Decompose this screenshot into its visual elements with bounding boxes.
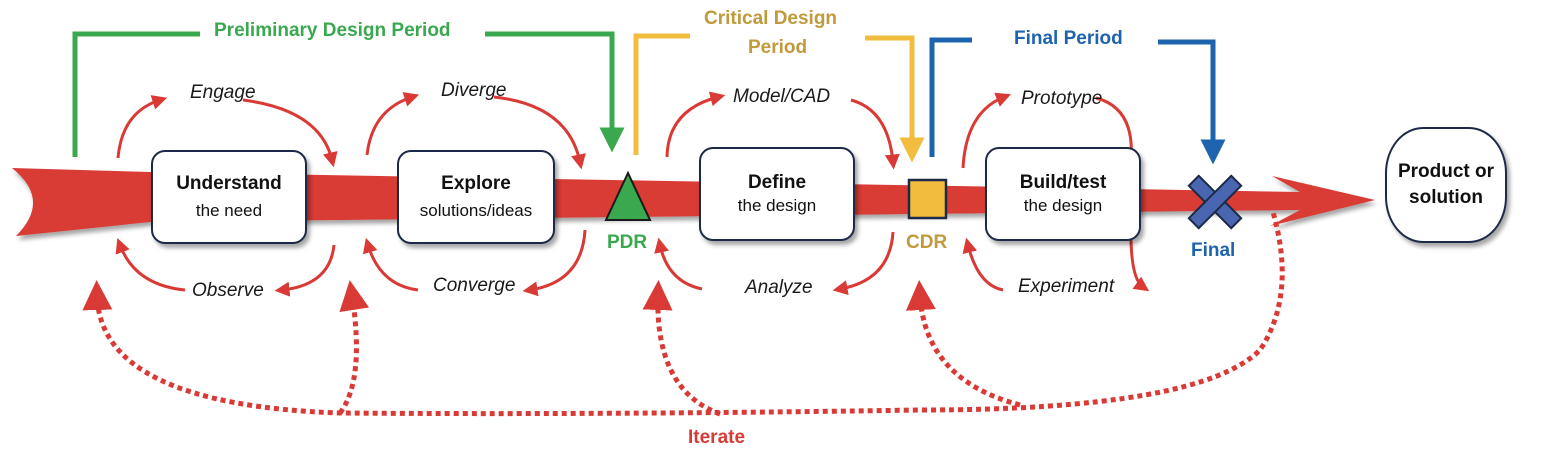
stage-box-explore: Explore solutions/ideas	[397, 150, 555, 244]
iterate-label: Iterate	[688, 427, 746, 448]
period-label-final: Final Period	[1008, 28, 1129, 50]
period-label-critical-line1: Critical Design	[698, 8, 844, 30]
outcome-product-or-solution: Product or solution	[1385, 127, 1507, 243]
stage-box-understand: Understand the need	[151, 150, 307, 244]
preliminary-period-bracket	[72, 31, 625, 157]
stage-box-define: Define the design	[699, 147, 855, 241]
cycle-arrows-define	[654, 91, 900, 296]
cycle-arrows-understand	[115, 95, 338, 297]
stage-subtitle: the design	[737, 196, 817, 215]
milestone-label-cdr: CDR	[906, 232, 948, 253]
activity-model-cad: Model/CAD	[733, 86, 831, 107]
main-flow-arrow	[12, 168, 1375, 236]
stage-subtitle: the need	[195, 201, 263, 220]
stage-title: Define	[747, 172, 807, 193]
final-period-bracket	[929, 37, 1226, 165]
stage-box-build-test: Build/test the design	[985, 147, 1141, 241]
activity-engage: Engage	[190, 82, 256, 103]
period-label-critical-line2: Period	[742, 37, 814, 59]
iterate-loop-arrows	[82, 195, 1285, 417]
stage-title: Understand	[176, 173, 282, 194]
activity-converge: Converge	[433, 275, 516, 296]
outcome-line-1: Product or	[1397, 161, 1495, 182]
outcome-line-2: solution	[1409, 187, 1483, 208]
critical-period-bracket	[633, 33, 925, 163]
activity-prototype: Prototype	[1021, 88, 1103, 109]
pdr-milestone-triangle	[604, 170, 652, 221]
final-milestone-x-icon	[1187, 174, 1243, 230]
stage-title: Build/test	[1019, 172, 1107, 193]
stage-title: Explore	[441, 173, 511, 194]
milestone-label-pdr: PDR	[607, 232, 648, 253]
milestone-label-final: Final	[1191, 240, 1236, 261]
cdr-milestone-square	[907, 178, 948, 220]
stage-subtitle: the design	[1023, 196, 1103, 215]
activity-observe: Observe	[192, 280, 264, 301]
cycle-arrows-explore	[362, 92, 587, 297]
activity-diverge: Diverge	[441, 80, 507, 101]
period-label-preliminary: Preliminary Design Period	[208, 20, 457, 42]
activity-experiment: Experiment	[1018, 276, 1115, 297]
activity-analyze: Analyze	[745, 277, 813, 298]
stage-subtitle: solutions/ideas	[419, 201, 533, 220]
